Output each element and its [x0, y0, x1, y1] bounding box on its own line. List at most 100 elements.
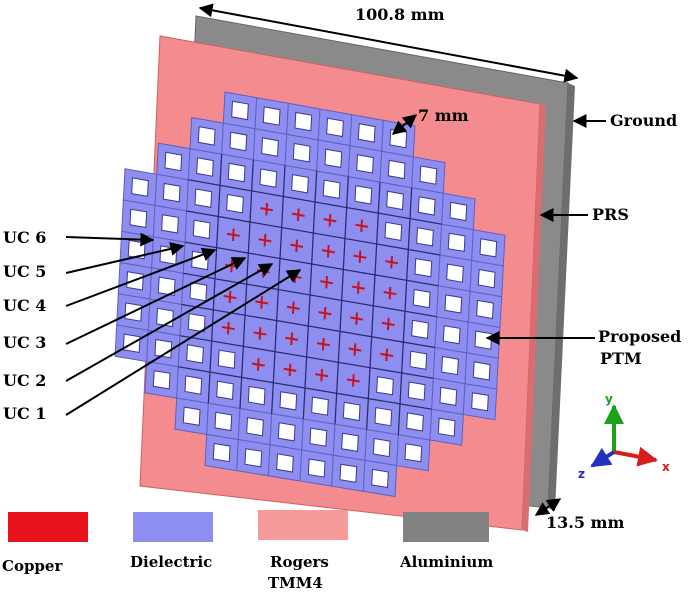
- grid-line: [179, 335, 434, 379]
- legend-swatch-aluminium: [403, 512, 489, 542]
- aluminium-plate-edge: [548, 83, 575, 511]
- unit-cell-window: [162, 182, 181, 203]
- uc6-label: UC 6: [3, 228, 46, 247]
- unit-cell-window: [441, 355, 459, 376]
- unit-cell-window: [262, 106, 281, 126]
- copper-strip: [328, 214, 332, 227]
- unit-cell-window: [229, 131, 248, 152]
- unit-cell-window: [184, 375, 203, 395]
- unit-cell-window: [404, 443, 423, 463]
- unit-cell-window: [292, 142, 311, 163]
- copper-strip: [355, 312, 358, 325]
- unit-cell-window: [476, 299, 494, 320]
- legend-swatch-copper: [8, 512, 88, 542]
- unit-cell-window: [261, 137, 279, 157]
- unit-cell-window: [216, 380, 234, 400]
- unit-cell-window: [279, 391, 298, 411]
- unit-cell-window: [417, 196, 436, 216]
- legend-label-copper: Copper: [2, 557, 63, 575]
- unit-cell-window: [416, 227, 434, 247]
- uc6-pointer: [65, 232, 155, 247]
- grid-line: [181, 303, 436, 349]
- copper-strip: [323, 306, 327, 320]
- unit-cell-window: [247, 385, 266, 406]
- unit-cell-window: [449, 201, 468, 222]
- unit-cell-window: [217, 349, 236, 369]
- thickness-dimension-label: 13.5 mm: [546, 513, 624, 532]
- unit-cell-window: [339, 463, 358, 483]
- cell-dimension-label: 7 mm: [418, 106, 469, 125]
- unit-cell-window: [307, 458, 326, 478]
- unit-cell-window: [192, 219, 211, 240]
- uc5-pointer: [65, 242, 185, 274]
- copper-strip: [257, 358, 260, 371]
- unit-cell-window: [354, 185, 373, 205]
- width-dimension-label: 100.8 mm: [355, 5, 445, 24]
- copper-strip: [230, 259, 233, 273]
- unit-cell-window: [447, 232, 466, 252]
- unit-cell-window: [384, 221, 403, 241]
- unit-cell-window: [259, 168, 278, 188]
- unit-cell-window: [182, 406, 201, 426]
- unit-cell-window: [356, 154, 374, 174]
- unit-cell-window: [324, 148, 343, 168]
- copper-strip: [385, 348, 388, 362]
- legend-swatch-rogers: [258, 510, 348, 540]
- uc1-pointer: [65, 269, 302, 416]
- copper-strip: [388, 286, 392, 300]
- unit-cell-window: [326, 117, 344, 138]
- unit-cell-window: [341, 432, 359, 452]
- unit-cell-window: [442, 325, 461, 345]
- uc1-label: UC 1: [3, 404, 46, 423]
- unit-cell-window: [311, 396, 329, 416]
- legend-label-dielectric: Dielectric: [130, 553, 212, 571]
- ptm-label-line1: Proposed: [598, 327, 681, 346]
- unit-cell-window: [342, 401, 361, 422]
- unit-cell-window: [322, 179, 341, 199]
- unit-cell-window: [161, 214, 179, 234]
- width-dimension-line: [198, 3, 579, 83]
- unit-cell-window: [277, 422, 296, 442]
- uc5-label: UC 5: [3, 262, 46, 281]
- copper-strip: [290, 332, 293, 346]
- legend-label-rogers: Rogers: [270, 553, 329, 571]
- unit-cell-window: [387, 159, 406, 180]
- unit-cell-window: [276, 453, 294, 473]
- unit-cell-window: [374, 407, 393, 427]
- uc3-label: UC 3: [3, 333, 46, 352]
- legend-swatch-dielectric: [133, 512, 213, 542]
- unit-cell-window: [196, 157, 214, 177]
- unit-cell-window: [291, 174, 309, 194]
- unit-cell-window: [446, 263, 464, 283]
- unit-cell-window: [477, 269, 496, 289]
- unit-cell-window: [386, 190, 404, 211]
- unit-cell-window: [439, 386, 458, 406]
- unit-cell-window: [419, 165, 438, 185]
- unit-cell-window: [164, 151, 183, 172]
- unit-cell-window: [372, 437, 391, 458]
- ptm-label-line2: PTM: [600, 349, 642, 368]
- copper-strip: [228, 290, 232, 304]
- unit-cell-window: [194, 188, 213, 208]
- unit-cell-window: [212, 442, 231, 463]
- copper-strip: [322, 337, 325, 351]
- uc2-label: UC 2: [3, 371, 46, 390]
- unit-cell-window: [357, 123, 376, 143]
- unit-cell-window: [411, 319, 429, 339]
- uc3-pointer: [65, 257, 247, 345]
- x-axis-arrow: [613, 446, 658, 467]
- x-axis-label: x: [662, 460, 670, 474]
- copper-strip: [297, 208, 300, 221]
- unit-cell-window: [187, 313, 206, 333]
- copper-strip: [357, 281, 360, 294]
- unit-cell-window: [407, 381, 426, 401]
- copper-strip: [227, 321, 230, 335]
- unit-cell-window: [294, 111, 313, 132]
- unit-cell-window: [244, 448, 263, 468]
- unit-cell-window: [479, 238, 498, 258]
- unit-cell-window: [131, 177, 149, 197]
- unit-cell-callouts: UC 6 UC 5 UC 4 UC 3 UC 2 UC 1: [3, 228, 302, 423]
- copper-strip: [325, 275, 328, 289]
- unit-cell-window: [471, 392, 489, 412]
- copper-strip: [265, 202, 268, 216]
